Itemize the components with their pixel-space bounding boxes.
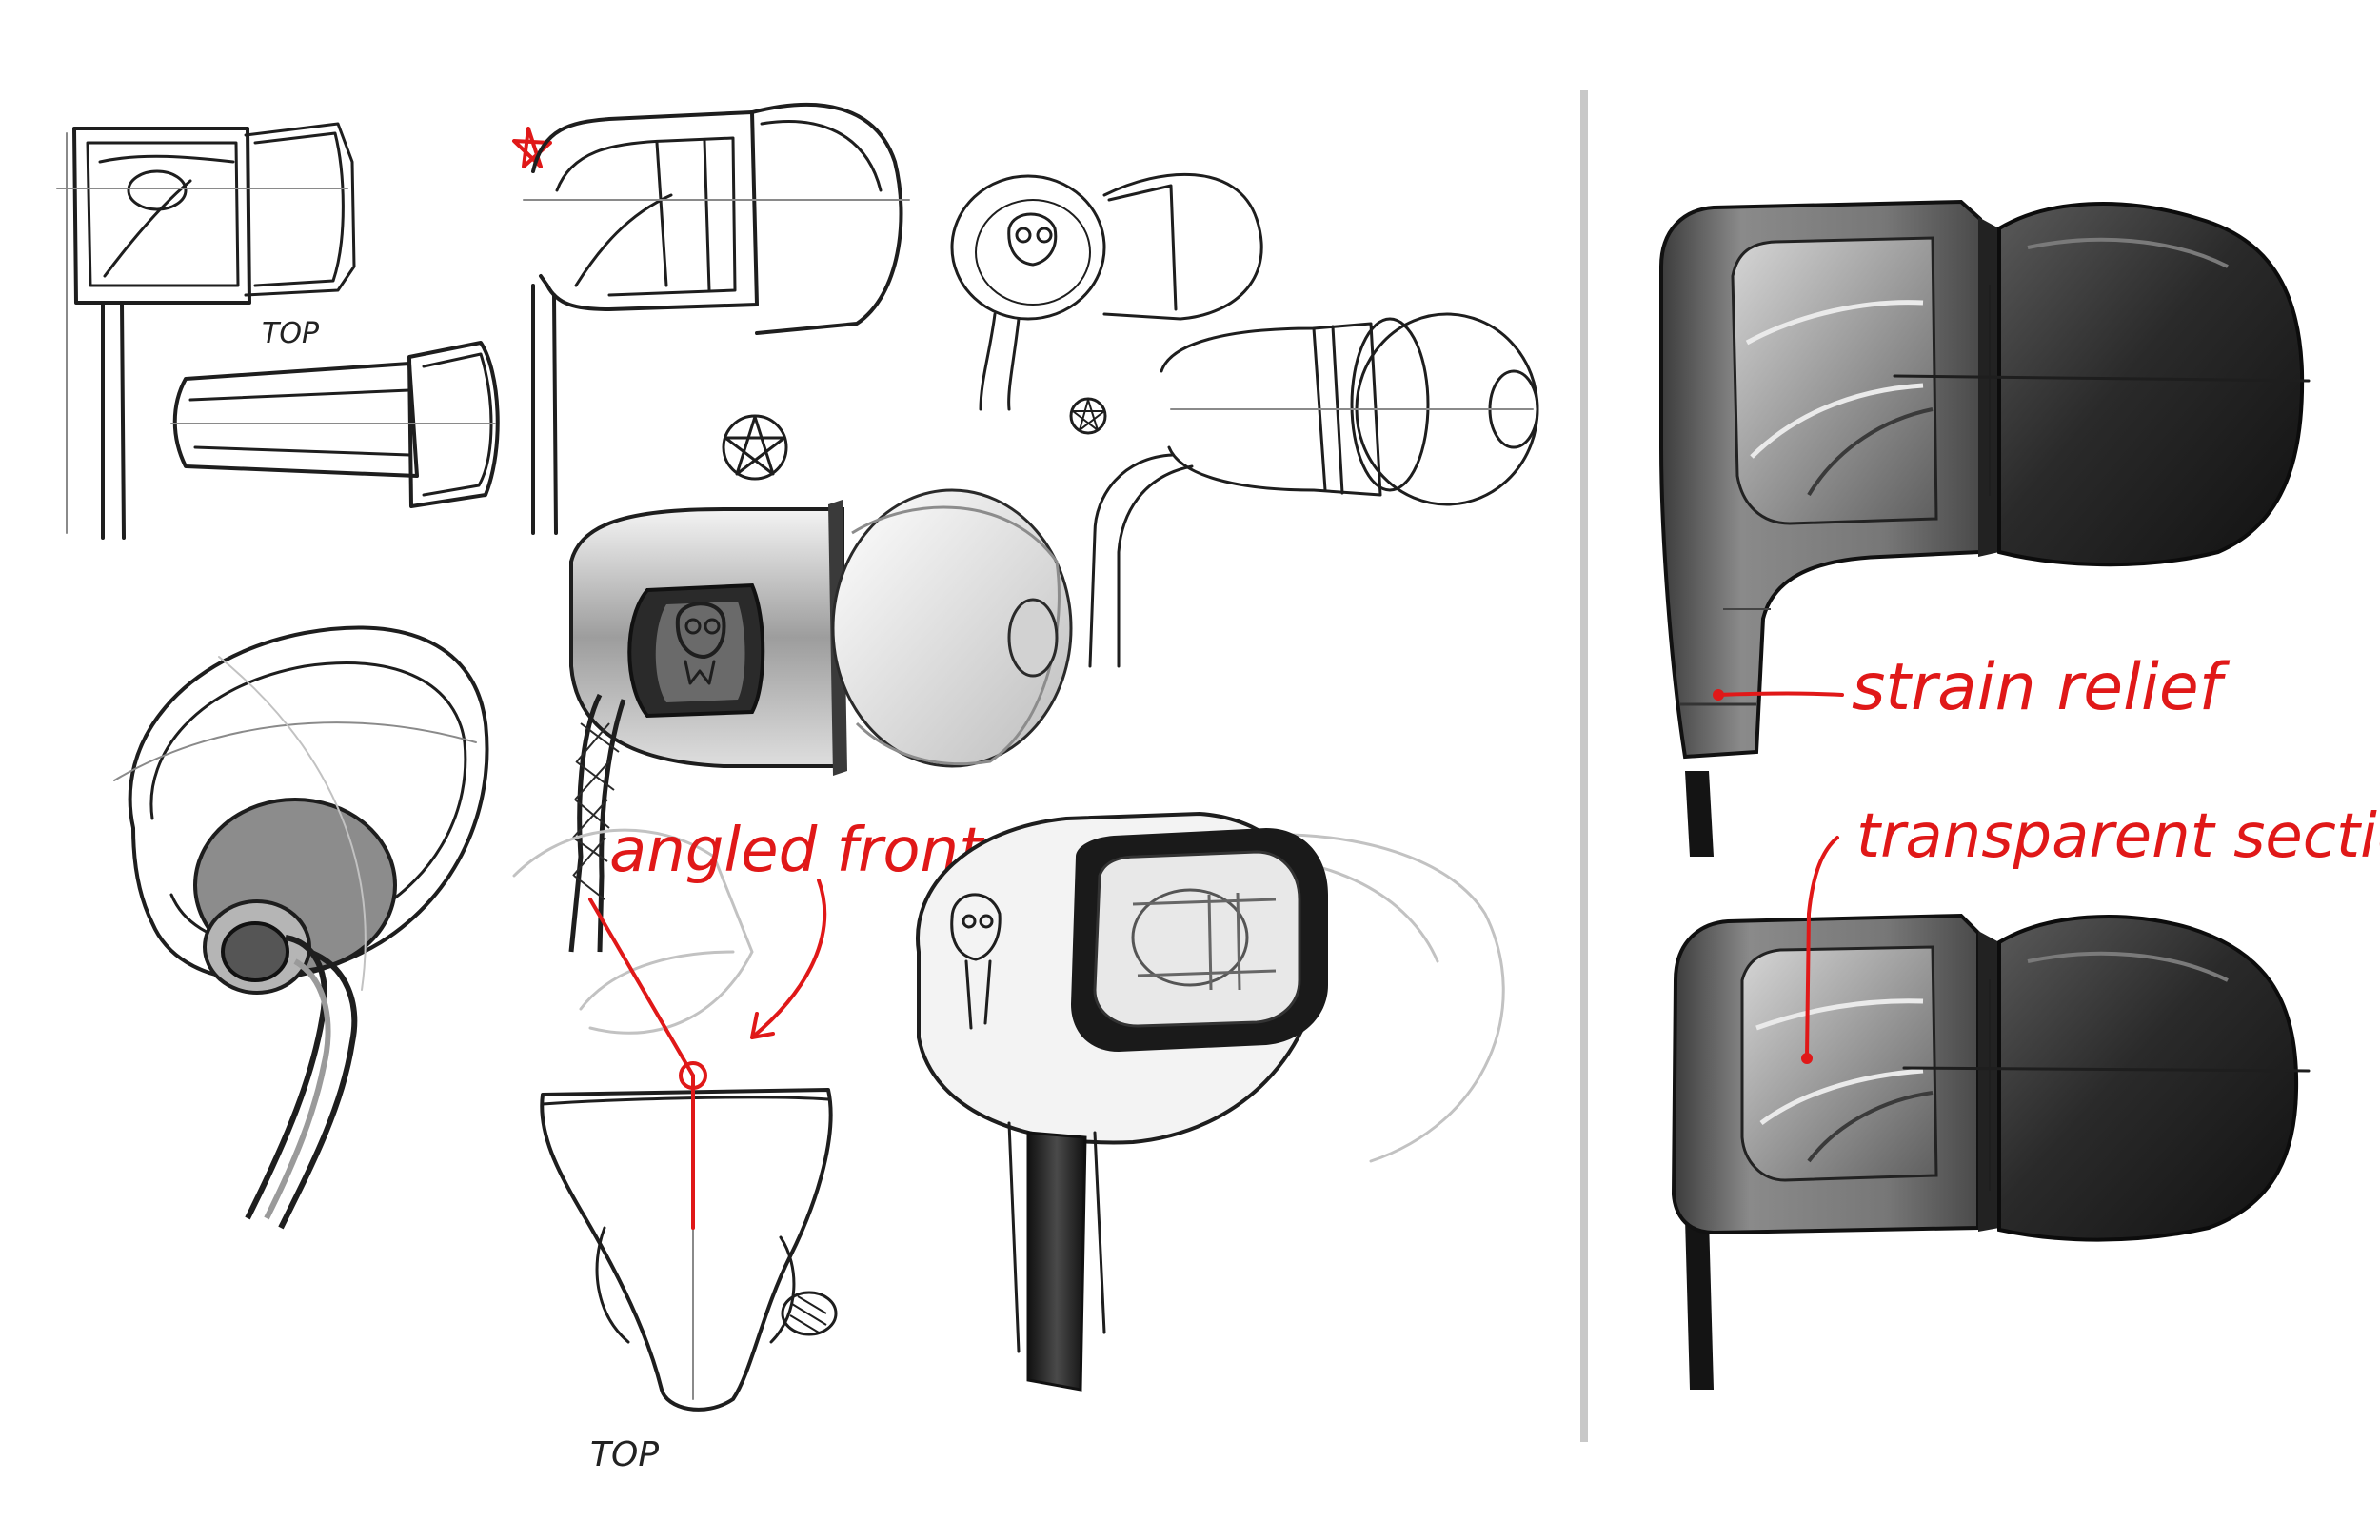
transparent-section-callout: transparent section bbox=[1801, 801, 2380, 1064]
sketch-perspective-skull bbox=[950, 172, 1263, 411]
sketch-top-view-1: TOP bbox=[170, 317, 500, 508]
sketch-shaded-bud bbox=[568, 488, 1073, 953]
render-earbud-transparent bbox=[1671, 913, 2311, 1390]
skull-logo-icon-2 bbox=[950, 893, 1002, 1030]
red-star-icon bbox=[512, 127, 552, 168]
panel-divider bbox=[1580, 90, 1588, 1442]
pentagram-icon-small bbox=[1069, 397, 1107, 435]
transparent-section-label: transparent section bbox=[1856, 801, 2380, 872]
top-label-1: TOP bbox=[262, 317, 320, 350]
sketch-top-view-2: TOP bbox=[512, 828, 838, 1474]
top-label-2: TOP bbox=[590, 1435, 659, 1474]
skull-logo-icon bbox=[675, 602, 726, 685]
sketch-perspective-window bbox=[916, 811, 1505, 1392]
pentagram-icon bbox=[722, 414, 788, 481]
strain-relief-callout: strain relief bbox=[1713, 650, 2231, 725]
sketch-profile-2 bbox=[523, 102, 910, 535]
sketch-back-view bbox=[113, 625, 489, 1230]
sketch-earbud-cable bbox=[1088, 312, 1539, 668]
sketch-profile-1 bbox=[56, 122, 356, 540]
strain-relief-label: strain relief bbox=[1852, 650, 2231, 725]
render-earbud-strain-relief bbox=[1659, 199, 2311, 857]
